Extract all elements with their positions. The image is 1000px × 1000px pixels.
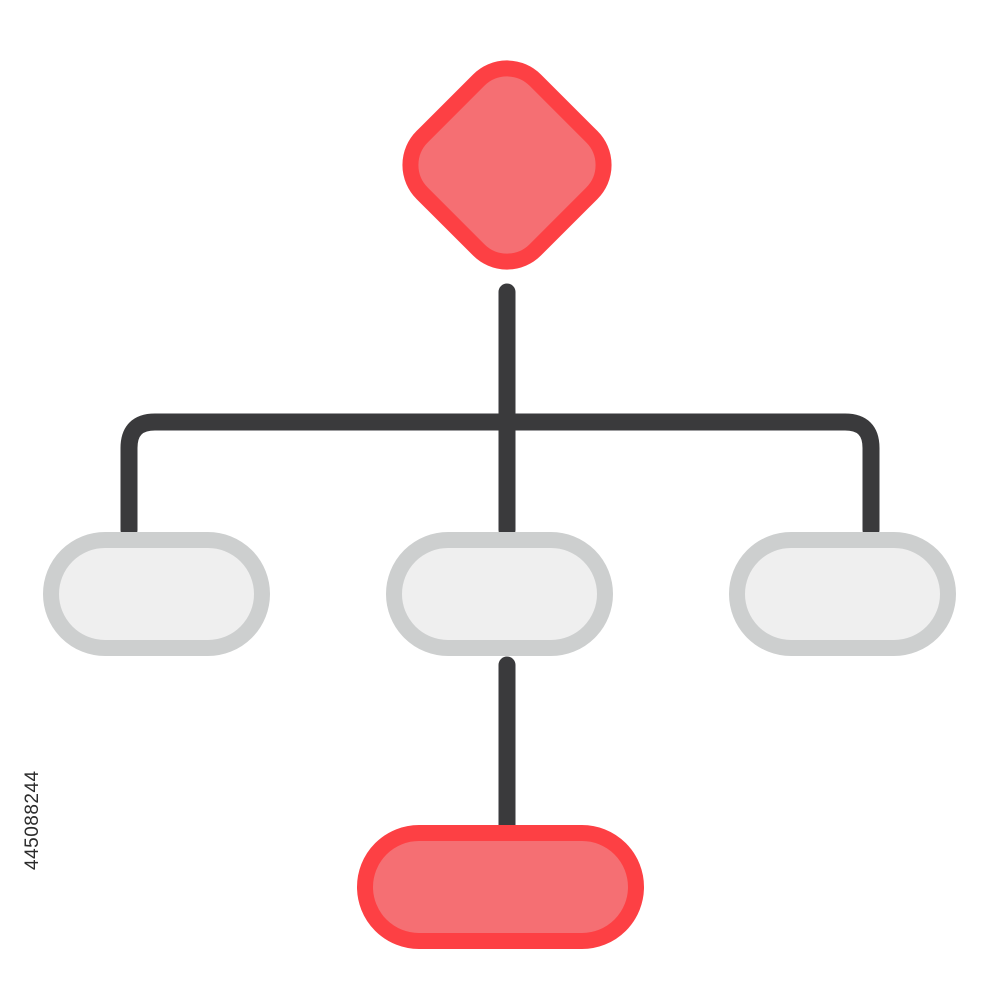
terminal-node (357, 825, 644, 949)
process-node-center (386, 532, 613, 656)
process-node-left (43, 532, 270, 656)
connectors (120, 283, 880, 841)
connector-horizontal-bus (120, 413, 880, 539)
process-node-right (729, 532, 956, 656)
stock-id-label: 445088244 (22, 770, 43, 870)
decision-node (402, 60, 612, 270)
